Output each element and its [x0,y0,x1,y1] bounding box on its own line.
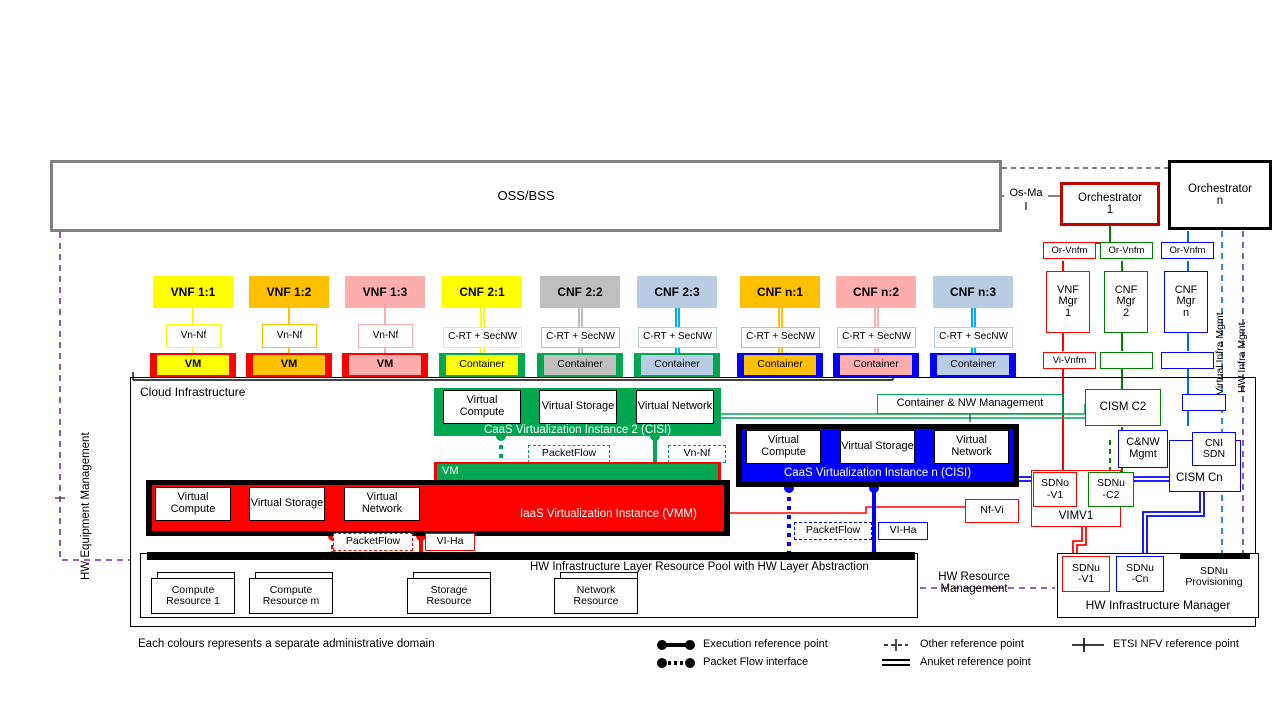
cisi-2-packetflow-ref[interactable]: PacketFlow [528,445,610,463]
vmm-packetflow-ref[interactable]: PacketFlow [333,533,413,551]
cloud-infrastructure-title: Cloud Infrastructure [140,385,246,399]
sdnu-provisioning-bar [1180,553,1250,559]
nf-box-2[interactable]: VNF 1:3 [345,276,425,308]
vmm-block[interactable] [152,485,724,531]
legend-item-anuket: Anuket reference point [920,656,1031,668]
hw-pool-top-bar [147,552,915,560]
cisi-n-cell-0[interactable]: Virtual Compute [746,430,821,464]
hw-infra-manager-label: HW Infrastructure Manager [1085,597,1231,612]
legend-item-other: Other reference point [920,638,1024,650]
nf-iface-5[interactable]: C-RT + SecNW [638,327,717,348]
sdnu-cn-box[interactable]: SDNu-Cn [1116,556,1164,592]
container-nw-management-box[interactable]: Container & NW Management [877,394,1063,414]
vmm-title: IaaS Virtualization Instance (VMM) [520,508,697,520]
orchestrator-1-label-line1: Orchestrator [1078,191,1142,204]
orchestrator-n-label-line2: n [1216,195,1224,207]
nf-unit-1[interactable]: VM [253,355,325,375]
nf-iface-6[interactable]: C-RT + SecNW [741,327,820,348]
nf-iface-7[interactable]: C-RT + SecNW [837,327,916,348]
nf-box-0[interactable]: VNF 1:1 [153,276,233,308]
hw-equipment-management-label: HW Equipment Management [80,432,92,580]
nf-iface-1[interactable]: Vn-Nf [262,324,317,348]
vmm-vi-ha-ref[interactable]: VI-Ha [425,533,475,551]
orchestrator-n-label-line1: Orchestrator [1188,182,1252,195]
vmm-cell-1[interactable]: Virtual Storage [249,487,325,521]
nf-box-3[interactable]: CNF 2:1 [442,276,522,308]
nf-vi-ref[interactable]: Nf-Vi [965,499,1019,523]
cisi-2-vm-bar[interactable] [437,464,718,480]
cisi-n-vi-ha-ref[interactable]: VI-Ha [878,522,928,540]
nf-unit-0[interactable]: VM [157,355,229,375]
cnf-mgr-n-lower-ref[interactable] [1182,394,1226,411]
nf-iface-0[interactable]: Vn-Nf [166,324,221,348]
cisi-2-cell-2[interactable]: Virtual Network [636,390,714,424]
nf-iface-8[interactable]: C-RT + SecNW [934,327,1013,348]
cloud-infrastructure-box [130,377,1256,627]
cisi-n-packetflow-ref[interactable]: PacketFlow [794,522,872,540]
nf-box-6[interactable]: CNF n:1 [740,276,820,308]
os-ma-label: Os-Ma [1004,186,1048,202]
nf-unit-2[interactable]: VM [349,355,421,375]
legend-item-execution: Execution reference point [703,638,828,650]
legend-item-packetflow: Packet Flow interface [703,656,809,668]
or-vnfm-ref-3[interactable]: Or-Vnfm [1161,242,1214,259]
nf-unit-5[interactable]: Container [641,355,713,375]
nf-unit-8[interactable]: Container [937,355,1009,375]
ossbss-label: OSS/BSS [497,188,555,204]
cism-c2-box[interactable]: CISM C2 [1085,389,1161,426]
cisi-2-cell-0[interactable]: Virtual Compute [443,390,521,424]
vimv1-label: VIMV1 [1058,509,1094,522]
vmm-cell-0[interactable]: Virtual Compute [155,487,231,521]
nf-unit-3[interactable]: Container [446,355,518,375]
orchestrator-n-box[interactable]: Orchestrator n [1168,160,1272,230]
cism-cn-label: CISM Cn [1176,472,1223,484]
sdnu-v1-box[interactable]: SDNu-V1 [1062,556,1110,592]
orchestrator-1-box[interactable]: Orchestrator 1 [1060,182,1160,226]
vi-vnfm-ref-2[interactable] [1100,352,1153,369]
vi-vnfm-ref-1[interactable]: Vi-Vnfm [1043,352,1096,369]
cisi-n-cell-1[interactable]: Virtual Storage [840,430,915,464]
hw-resource-management-label: HW Resource Management [938,570,1010,595]
footnote: Each colours represents a separate admin… [138,638,435,650]
nf-box-5[interactable]: CNF 2:3 [637,276,717,308]
nf-unit-7[interactable]: Container [840,355,912,375]
cisi-n-title: CaaS Virtualization Instance n (CISI) [783,467,972,480]
orchestrator-1-label-line2: 1 [1106,204,1114,216]
cisi-n-cell-2[interactable]: Virtual Network [934,430,1009,464]
cisi-2-vn-nf-ref[interactable]: Vn-Nf [668,445,726,463]
vmm-cell-2[interactable]: Virtual Network [344,487,420,521]
nf-box-7[interactable]: CNF n:2 [836,276,916,308]
legend-item-etsi: ETSI NFV reference point [1113,638,1239,650]
nf-box-8[interactable]: CNF n:3 [933,276,1013,308]
hw-pool-title: HW Infrastructure Layer Resource Pool wi… [530,561,869,573]
nf-iface-4[interactable]: C-RT + SecNW [541,327,620,348]
cisi-2-title: CaaS Virtualization Instance 2 (CISI) [483,423,672,436]
sdnu-c2-box[interactable]: SDNu-C2 [1088,472,1134,507]
or-vnfm-ref-2[interactable]: Or-Vnfm [1100,242,1153,259]
vi-vnfm-ref-3[interactable] [1161,352,1214,369]
nf-unit-6[interactable]: Container [744,355,816,375]
nf-iface-3[interactable]: C-RT + SecNW [443,327,522,348]
nf-box-4[interactable]: CNF 2:2 [540,276,620,308]
cisi-2-cell-1[interactable]: Virtual Storage [539,390,617,424]
nf-iface-2[interactable]: Vn-Nf [358,324,413,348]
nf-unit-4[interactable]: Container [544,355,616,375]
or-vnfm-ref-1[interactable]: Or-Vnfm [1043,242,1096,259]
nf-box-1[interactable]: VNF 1:2 [249,276,329,308]
sdno-v1-box[interactable]: SDNo-V1 [1033,472,1077,507]
ossbss-box[interactable]: OSS/BSS [50,160,1002,232]
cisi-2-vm-label: VM [442,465,459,477]
